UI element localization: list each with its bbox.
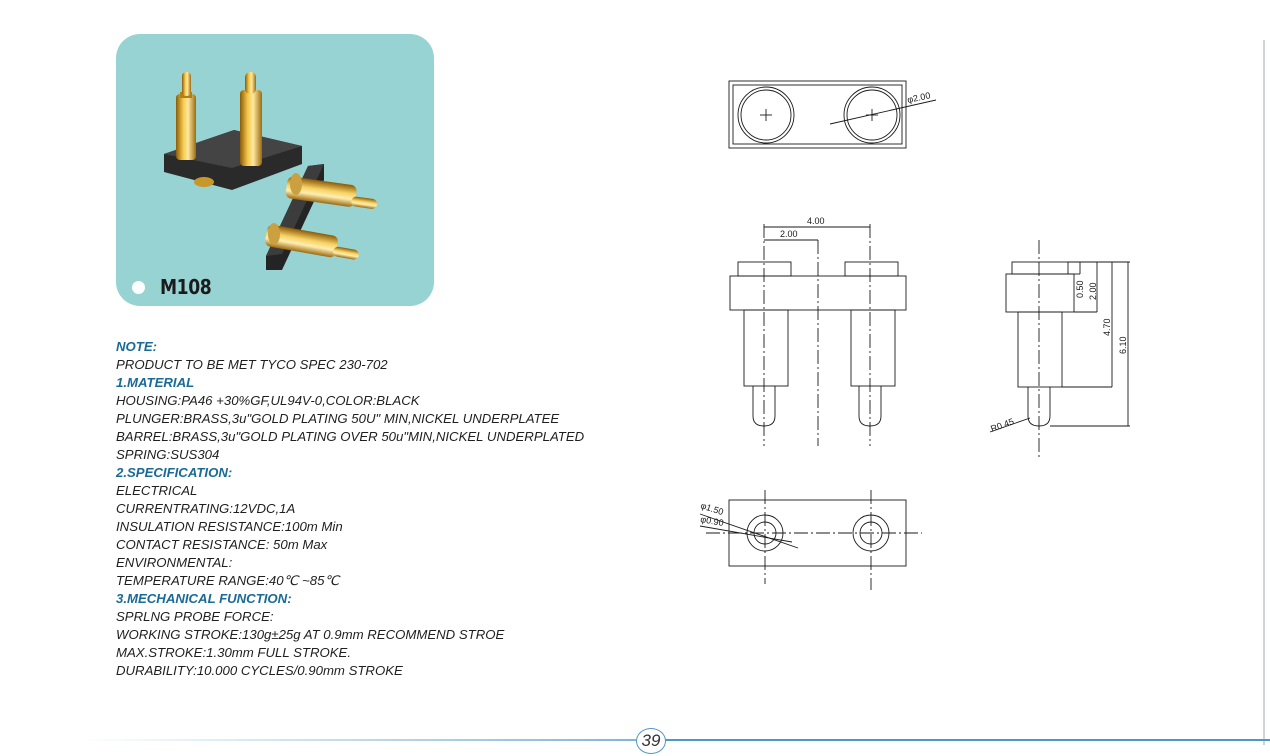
footer-line-right	[664, 739, 1270, 741]
dim-top-diameter: φ2.00	[906, 90, 931, 105]
dim-radius: R0.45	[989, 416, 1015, 434]
spec-line: TEMPERATURE RANGE:40℃ ~85℃	[116, 573, 340, 588]
spec-line: CONTACT RESISTANCE: 50m Max	[116, 537, 328, 552]
front-view: 4.00 2.00	[729, 216, 907, 446]
spec-line: SPRING:SUS304	[116, 447, 220, 462]
spec-line: SPRLNG PROBE FORCE:	[116, 609, 274, 624]
spec-heading: 3.MECHANICAL FUNCTION:	[116, 591, 292, 606]
spec-line: CURRENTRATING:12VDC,1A	[116, 501, 296, 516]
spec-line: PRODUCT TO BE MET TYCO SPEC 230-702	[116, 357, 388, 372]
spec-line: PLUNGER:BRASS,3u"GOLD PLATING 50U" MIN,N…	[116, 411, 560, 426]
spec-line: INSULATION RESISTANCE:100m Min	[116, 519, 343, 534]
dim-half-pitch: 2.00	[780, 229, 798, 239]
product-illustration	[164, 72, 378, 270]
model-label: M108	[160, 275, 212, 299]
model-bullet-icon	[132, 281, 145, 294]
spec-line: HOUSING:PA46 +30%GF,UL94V-0,COLOR:BLACK	[116, 393, 420, 408]
spec-line: BARREL:BRASS,3u"GOLD PLATING OVER 50u"MI…	[116, 429, 585, 444]
spec-heading: 1.MATERIAL	[116, 375, 195, 390]
spec-heading: 2.SPECIFICATION:	[116, 465, 233, 480]
technical-drawing: φ2.00 4.00 2.00	[699, 80, 1130, 590]
right-edge-bar	[1263, 40, 1265, 745]
page-number: 39	[636, 728, 666, 754]
spec-heading: NOTE:	[116, 339, 158, 354]
dim-side-050: 0.50	[1075, 280, 1085, 298]
product-photo-card: M108	[116, 34, 434, 306]
spec-line: DURABILITY:10.000 CYCLES/0.90mm STROKE	[116, 663, 403, 678]
dim-side-200: 2.00	[1088, 282, 1098, 300]
footer-line-left	[80, 739, 636, 741]
side-view: 0.50 2.00 4.70 6.10 R0.45	[989, 240, 1130, 458]
upright-connector	[164, 72, 302, 190]
spec-line: MAX.STROKE:1.30mm FULL STROKE.	[116, 645, 351, 660]
top-view: φ2.00	[728, 80, 937, 149]
spec-line: WORKING STROKE:130g±25g AT 0.9mm RECOMME…	[116, 627, 505, 642]
specification-list: NOTE: PRODUCT TO BE MET TYCO SPEC 230-702…	[116, 338, 676, 680]
dim-bottom-090: φ0.90	[700, 514, 725, 528]
spec-line: ENVIRONMENTAL:	[116, 555, 233, 570]
lying-connector	[265, 164, 378, 270]
dim-side-470: 4.70	[1102, 318, 1112, 336]
dim-side-610: 6.10	[1118, 336, 1128, 354]
bottom-view: φ1.50 φ0.90	[699, 490, 922, 590]
dim-pitch: 4.00	[807, 216, 825, 226]
spec-line: ELECTRICAL	[116, 483, 198, 498]
